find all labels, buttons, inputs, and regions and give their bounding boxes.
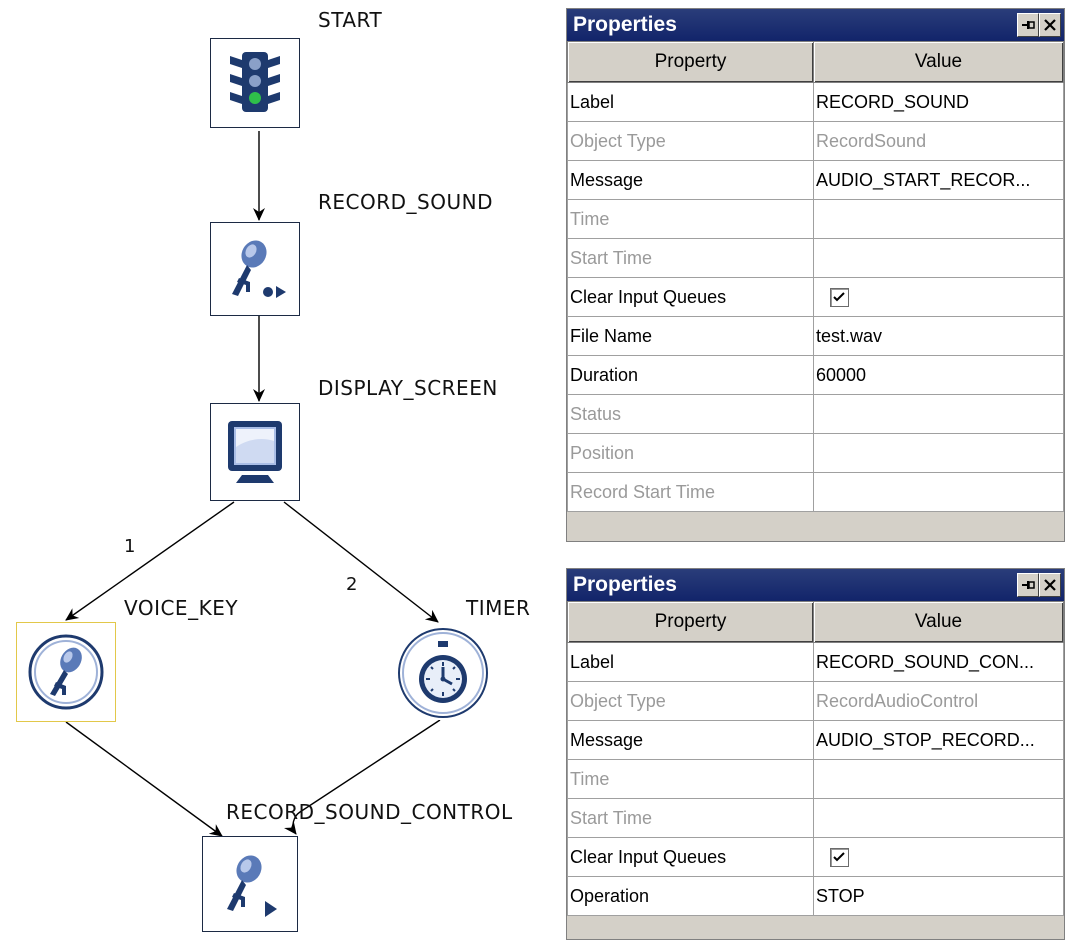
edge-display-timer (283, 501, 439, 623)
edge-voicekey-control (65, 721, 223, 837)
pin-icon[interactable] (1017, 13, 1039, 37)
edge-label-1: 1 (124, 536, 136, 557)
timer-node[interactable] (396, 626, 490, 720)
start-label: START (318, 8, 383, 32)
panel-titlebar: Properties (567, 569, 1064, 601)
property-name: Time (567, 199, 814, 239)
record-sound-node[interactable] (210, 222, 300, 316)
flow-edges (65, 131, 441, 837)
property-name: Start Time (567, 238, 814, 278)
record-sound-control-node[interactable] (202, 836, 298, 932)
table-row[interactable]: Clear Input Queues (567, 277, 1064, 317)
property-value: RecordAudioControl (813, 681, 1064, 721)
property-name: File Name (567, 316, 814, 356)
close-icon[interactable] (1039, 13, 1061, 37)
property-name: Clear Input Queues (567, 277, 814, 317)
table-row[interactable]: Record Start Time (567, 472, 1064, 512)
edge-timer-control (284, 719, 441, 835)
microphone-record-icon (220, 234, 290, 304)
property-value[interactable]: AUDIO_STOP_RECORD... (813, 720, 1064, 760)
close-icon[interactable] (1039, 573, 1061, 597)
display-screen-node[interactable] (210, 403, 300, 501)
table-row[interactable]: Start Time (567, 798, 1064, 838)
property-value (813, 277, 1064, 317)
start-node[interactable] (210, 38, 300, 128)
property-value[interactable] (813, 238, 1064, 278)
property-value[interactable] (813, 759, 1064, 799)
column-header-property[interactable]: Property (567, 41, 814, 83)
property-value[interactable]: STOP (813, 876, 1064, 916)
property-name: Operation (567, 876, 814, 916)
property-name: Record Start Time (567, 472, 814, 512)
property-value (813, 472, 1064, 512)
record-sound-control-label: RECORD_SOUND_CONTROL (226, 800, 513, 824)
panel-title: Properties (573, 13, 677, 36)
traffic-light-icon (224, 48, 286, 118)
table-row[interactable]: Time (567, 199, 1064, 239)
property-name: Clear Input Queues (567, 837, 814, 877)
property-name: Position (567, 433, 814, 473)
record-sound-label: RECORD_SOUND (318, 190, 493, 214)
property-value[interactable] (813, 199, 1064, 239)
property-name: Label (567, 642, 814, 682)
column-header-value[interactable]: Value (813, 601, 1064, 643)
microphone-icon (26, 632, 106, 712)
property-value[interactable] (813, 798, 1064, 838)
column-header-value[interactable]: Value (813, 41, 1064, 83)
property-name: Message (567, 160, 814, 200)
edge-label-2: 2 (346, 574, 358, 595)
clear-input-queues-checkbox[interactable] (830, 288, 849, 308)
property-name: Time (567, 759, 814, 799)
property-value[interactable]: test.wav (813, 316, 1064, 356)
property-name: Object Type (567, 681, 814, 721)
monitor-icon (222, 417, 288, 487)
table-row[interactable]: Position (567, 433, 1064, 473)
property-value (813, 394, 1064, 434)
voice-key-label: VOICE_KEY (124, 596, 239, 620)
stopwatch-icon (397, 627, 489, 719)
property-name: Label (567, 82, 814, 122)
property-value[interactable]: AUDIO_START_RECOR... (813, 160, 1064, 200)
panel-title: Properties (573, 573, 677, 596)
property-name: Message (567, 720, 814, 760)
edge-display-voicekey (65, 501, 235, 621)
property-name: Status (567, 394, 814, 434)
property-value (813, 433, 1064, 473)
clear-input-queues-checkbox[interactable] (830, 848, 849, 868)
voice-key-node[interactable] (16, 622, 116, 722)
panel-titlebar: Properties (567, 9, 1064, 41)
property-value[interactable]: RECORD_SOUND_CON... (813, 642, 1064, 682)
property-value (813, 837, 1064, 877)
property-value: RecordSound (813, 121, 1064, 161)
display-screen-label: DISPLAY_SCREEN (318, 376, 498, 400)
table-row[interactable]: Time (567, 759, 1064, 799)
property-name: Start Time (567, 798, 814, 838)
property-value[interactable]: 60000 (813, 355, 1064, 395)
table-row[interactable]: Start Time (567, 238, 1064, 278)
column-header-property[interactable]: Property (567, 601, 814, 643)
property-name: Duration (567, 355, 814, 395)
table-row[interactable]: Clear Input Queues (567, 837, 1064, 877)
property-value[interactable]: RECORD_SOUND (813, 82, 1064, 122)
check-icon (833, 292, 845, 302)
check-icon (833, 852, 845, 862)
timer-label: TIMER (466, 596, 531, 620)
table-row[interactable]: Status (567, 394, 1064, 434)
microphone-play-icon (213, 847, 287, 921)
property-name: Object Type (567, 121, 814, 161)
pin-icon[interactable] (1017, 573, 1039, 597)
